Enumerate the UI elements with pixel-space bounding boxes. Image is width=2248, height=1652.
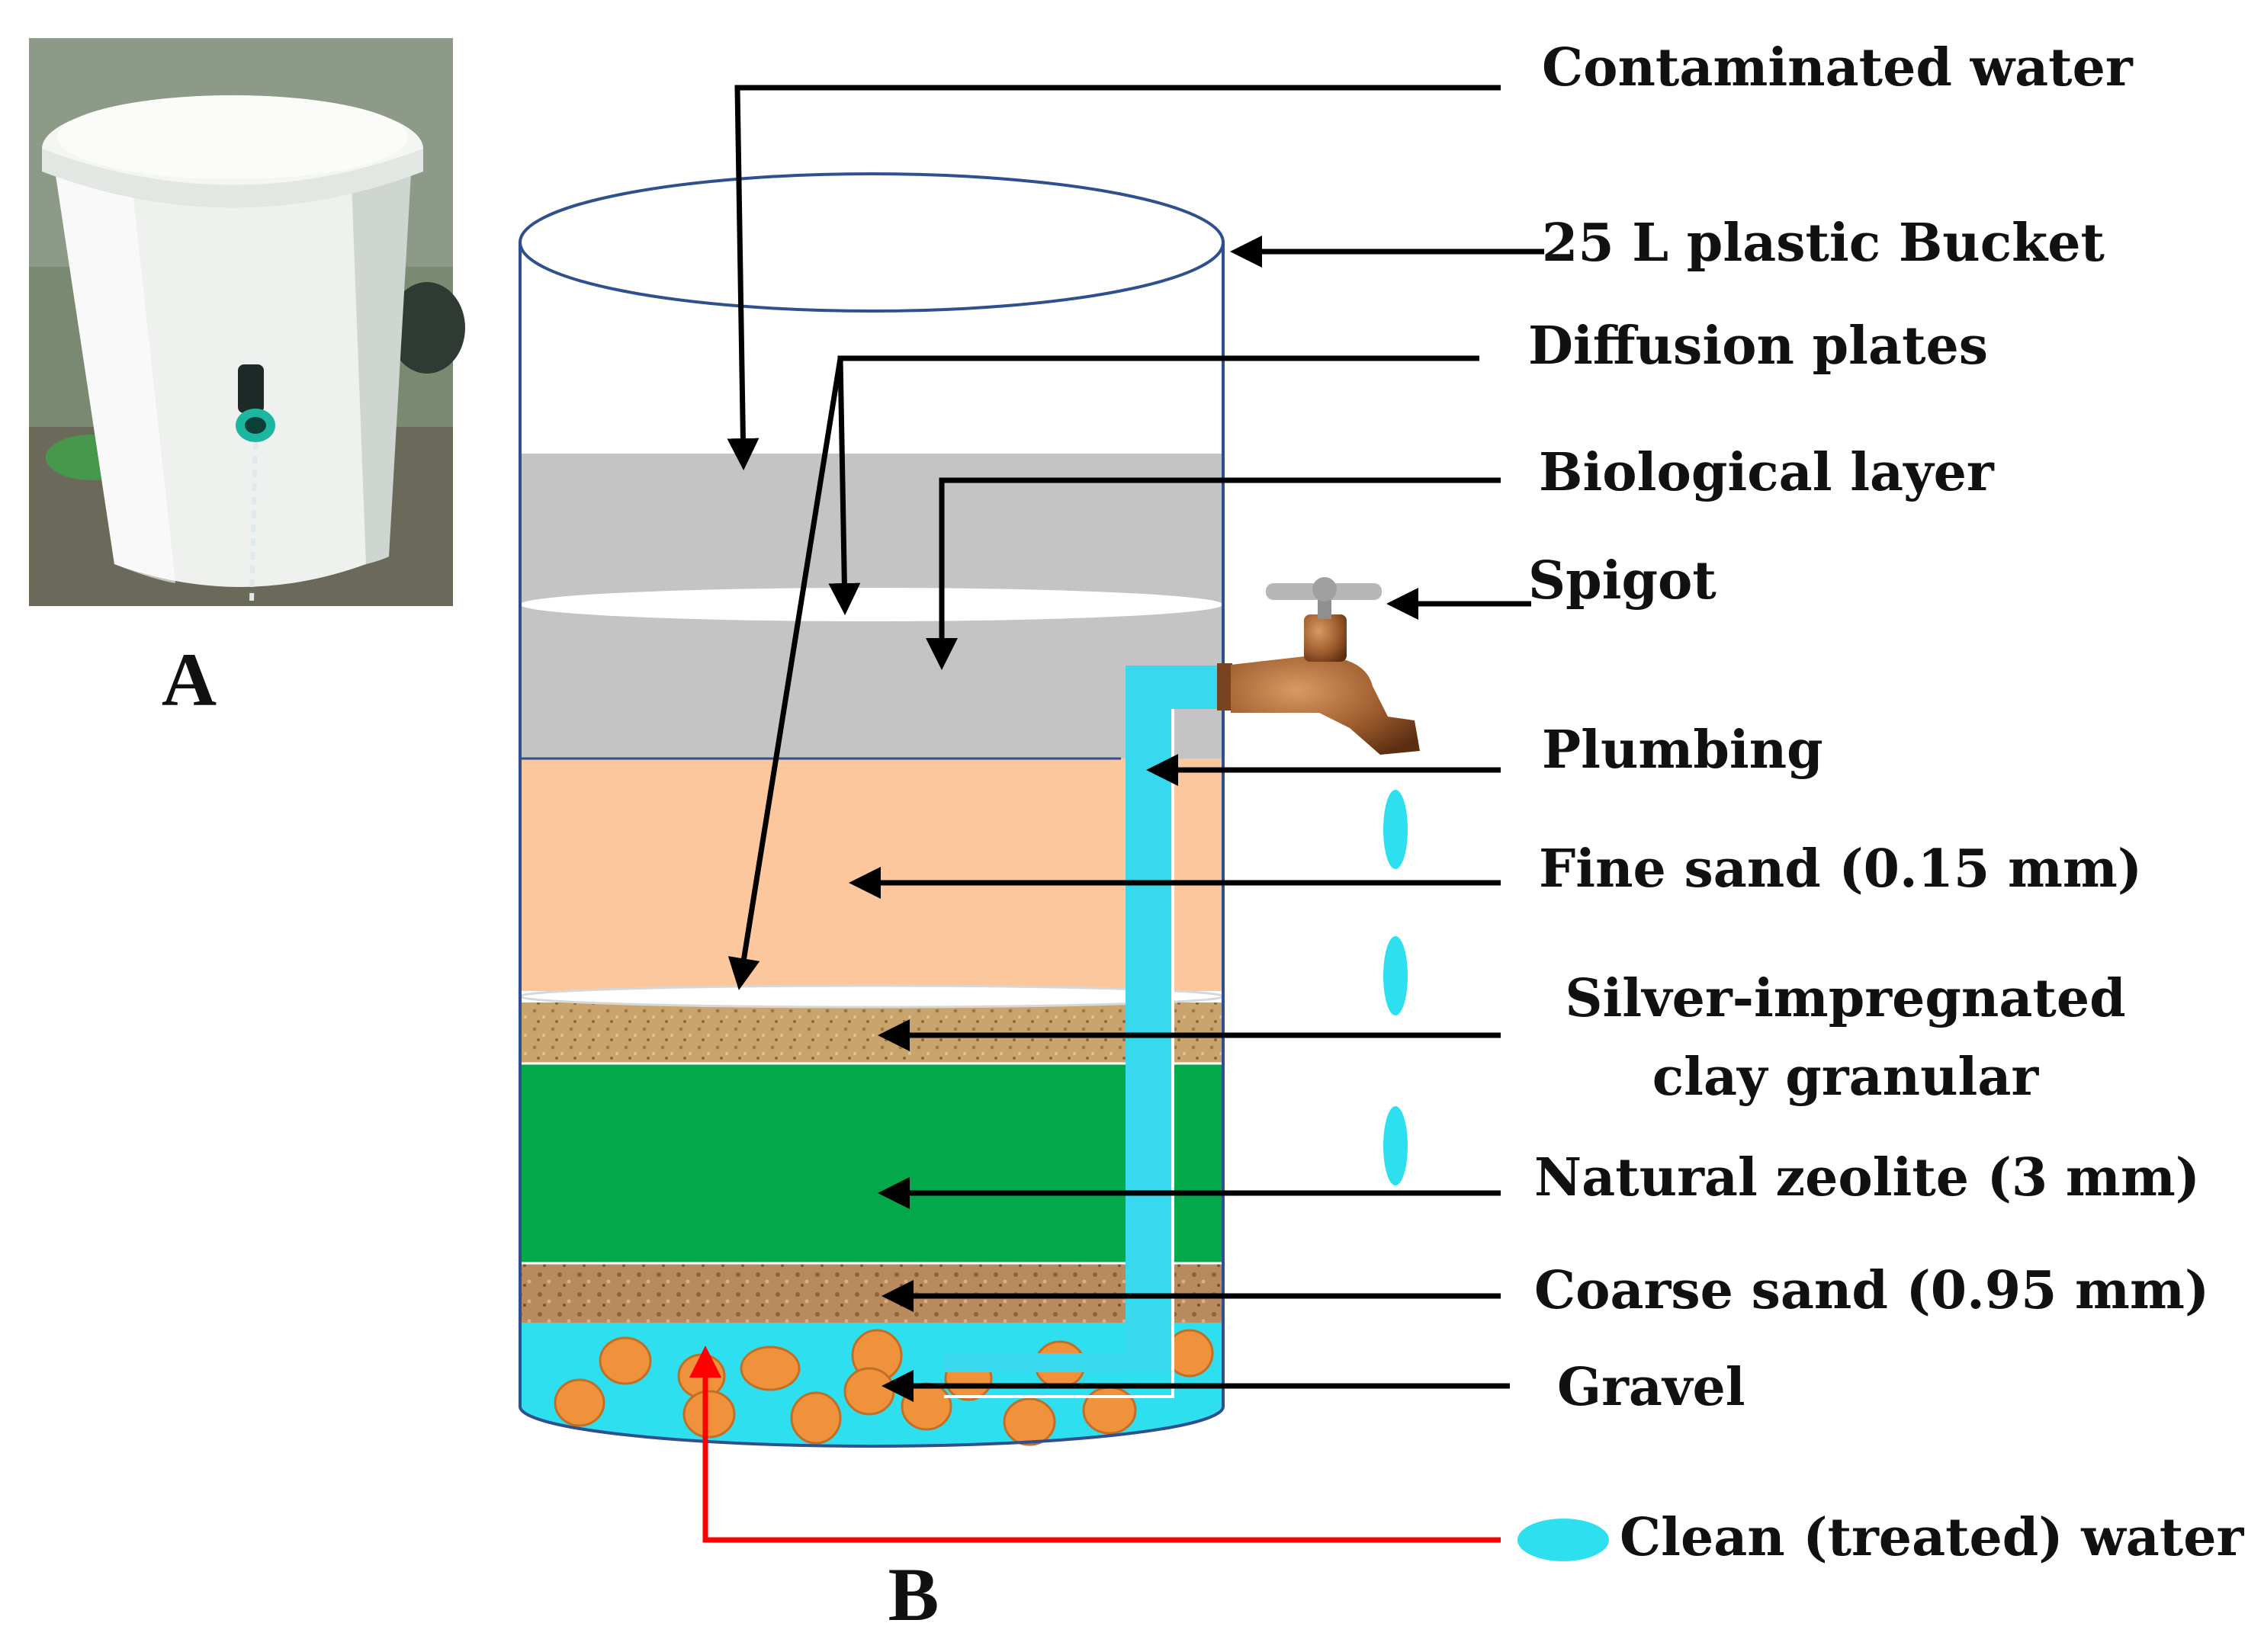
- bucket-rim: [519, 172, 1225, 313]
- label-diffusion-plates: Diffusion plates: [1528, 316, 1988, 377]
- leader-clean-water: [689, 1346, 1501, 1543]
- label-plumbing: Plumbing: [1542, 720, 1823, 781]
- label-contaminated-water: Contaminated water: [1542, 37, 2134, 98]
- label-bucket: 25 L plastic Bucket: [1542, 213, 2105, 274]
- bucket-outline: [519, 242, 1225, 1448]
- filter-bucket-schematic: [519, 172, 1420, 1448]
- label-silver-clay-line1: Silver-impregnated: [1565, 968, 2125, 1029]
- diffusion-plate-upper: [520, 588, 1223, 621]
- leader-diffusion-plate-lower: [727, 358, 843, 990]
- label-zeolite: Natural zeolite (3 mm): [1534, 1147, 2200, 1208]
- leader-contaminated-water: [727, 85, 1501, 470]
- leader-lines: [727, 85, 1544, 1402]
- label-coarse-sand: Coarse sand (0.95 mm): [1534, 1260, 2209, 1321]
- label-spigot: Spigot: [1528, 550, 1717, 611]
- panel-label-b: B: [888, 1552, 939, 1637]
- spigot-icon: [1217, 577, 1420, 755]
- bucket-photo: [29, 38, 465, 606]
- panel-label-a: A: [162, 637, 217, 722]
- water-drops: [1383, 790, 1408, 1185]
- label-gravel: Gravel: [1557, 1357, 1745, 1418]
- label-biological-layer: Biological layer: [1539, 442, 1995, 503]
- label-fine-sand: Fine sand (0.15 mm): [1539, 839, 2142, 900]
- fine-sand-layer: [520, 759, 1223, 991]
- label-clean-water: Clean (treated) water: [1620, 1507, 2244, 1568]
- leader-biological-layer: [926, 477, 1501, 670]
- clean-water-legend-icon: [1517, 1519, 1609, 1561]
- label-silver-clay-line2: clay granular: [1652, 1047, 2040, 1108]
- coarse-sand-layer: [520, 1263, 1223, 1323]
- zeolite-layer: [520, 1063, 1223, 1263]
- diffusion-plate-lower: [519, 984, 1225, 1009]
- gravel-stones: [554, 1329, 1214, 1446]
